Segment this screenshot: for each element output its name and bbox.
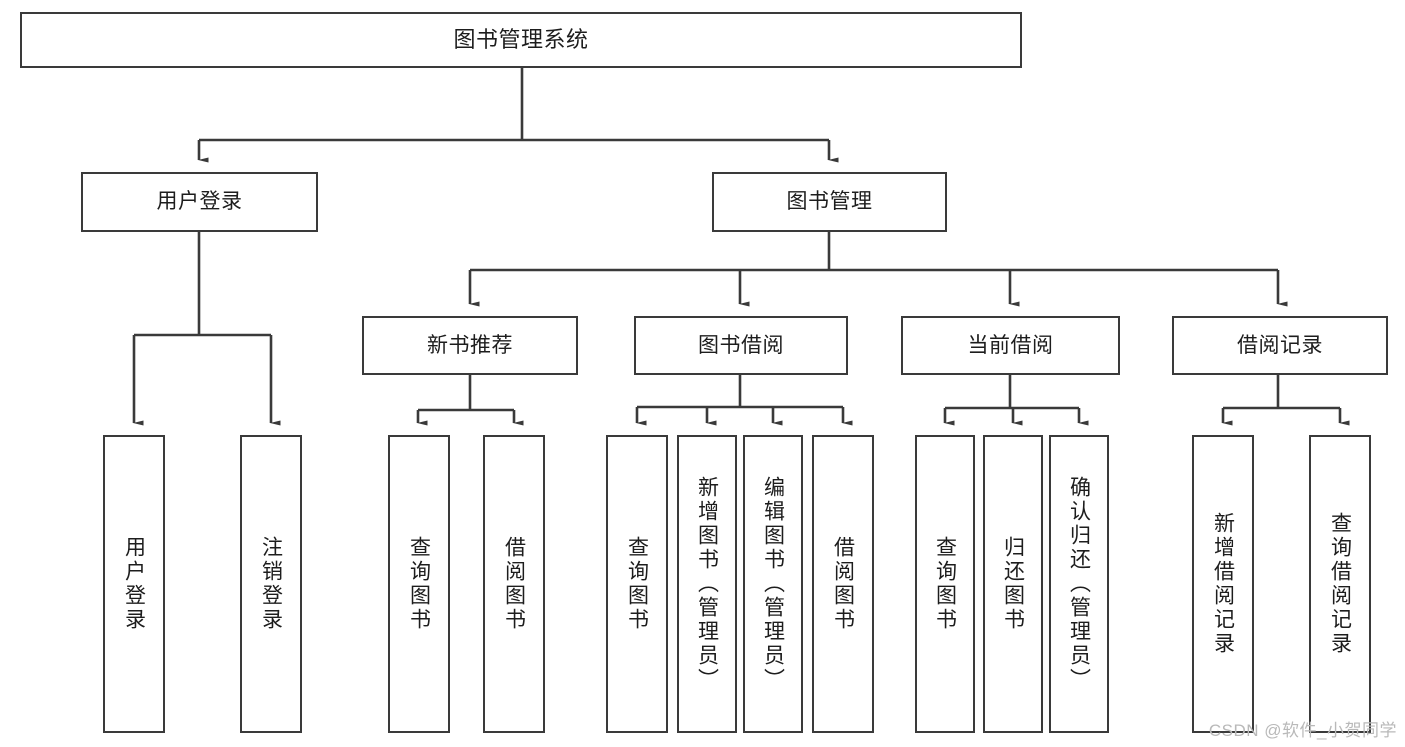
node-borrow-record[interactable]: 借阅记录: [1172, 316, 1388, 375]
node-leaf-return-book-label: 归还图书: [1001, 536, 1025, 632]
node-book-manage[interactable]: 图书管理: [712, 172, 947, 232]
node-leaf-borrow-book[interactable]: 借阅图书: [812, 435, 874, 733]
node-user-login[interactable]: 用户登录: [81, 172, 318, 232]
node-leaf-edit-book[interactable]: 编辑图书（管理员）: [743, 435, 803, 733]
node-leaf-add-book-label: 新增图书（管理员）: [695, 476, 719, 692]
node-leaf-user-login[interactable]: 用户登录: [103, 435, 165, 733]
node-book-borrow-label: 图书借阅: [698, 333, 784, 357]
node-leaf-add-borrow-record[interactable]: 新增借阅记录: [1192, 435, 1254, 733]
node-leaf-add-borrow-record-label: 新增借阅记录: [1211, 512, 1235, 656]
node-new-book-rec[interactable]: 新书推荐: [362, 316, 578, 375]
node-leaf-query-book-current-label: 查询图书: [933, 536, 957, 632]
node-root[interactable]: 图书管理系统: [20, 12, 1022, 68]
csdn-watermark: CSDN @软件_小贺同学: [1208, 721, 1397, 740]
node-leaf-query-book-rec-label: 查询图书: [407, 536, 431, 632]
node-borrow-record-label: 借阅记录: [1237, 333, 1323, 357]
node-leaf-query-book-borrow-label: 查询图书: [625, 536, 649, 632]
node-user-login-label: 用户登录: [156, 190, 243, 214]
node-current-borrow[interactable]: 当前借阅: [901, 316, 1120, 375]
node-new-book-rec-label: 新书推荐: [427, 333, 513, 357]
node-leaf-add-book[interactable]: 新增图书（管理员）: [677, 435, 737, 733]
node-book-manage-label: 图书管理: [786, 190, 873, 214]
node-leaf-confirm-return-label: 确认归还（管理员）: [1067, 476, 1091, 692]
node-leaf-query-book-borrow[interactable]: 查询图书: [606, 435, 668, 733]
node-current-borrow-label: 当前借阅: [967, 333, 1054, 357]
node-leaf-logout-login[interactable]: 注销登录: [240, 435, 302, 733]
node-leaf-return-book[interactable]: 归还图书: [983, 435, 1043, 733]
node-leaf-borrow-book-rec-label: 借阅图书: [502, 536, 526, 632]
node-leaf-query-borrow-record[interactable]: 查询借阅记录: [1309, 435, 1371, 733]
node-leaf-query-book-current[interactable]: 查询图书: [915, 435, 975, 733]
node-leaf-user-login-label: 用户登录: [122, 536, 146, 632]
node-leaf-logout-login-label: 注销登录: [259, 536, 283, 632]
node-leaf-confirm-return[interactable]: 确认归还（管理员）: [1049, 435, 1109, 733]
node-leaf-query-borrow-record-label: 查询借阅记录: [1328, 512, 1352, 656]
node-book-borrow[interactable]: 图书借阅: [634, 316, 848, 375]
node-leaf-query-book-rec[interactable]: 查询图书: [388, 435, 450, 733]
node-leaf-edit-book-label: 编辑图书（管理员）: [761, 476, 785, 692]
node-leaf-borrow-book-label: 借阅图书: [831, 536, 855, 632]
node-leaf-borrow-book-rec[interactable]: 借阅图书: [483, 435, 545, 733]
node-root-label: 图书管理系统: [453, 26, 589, 52]
